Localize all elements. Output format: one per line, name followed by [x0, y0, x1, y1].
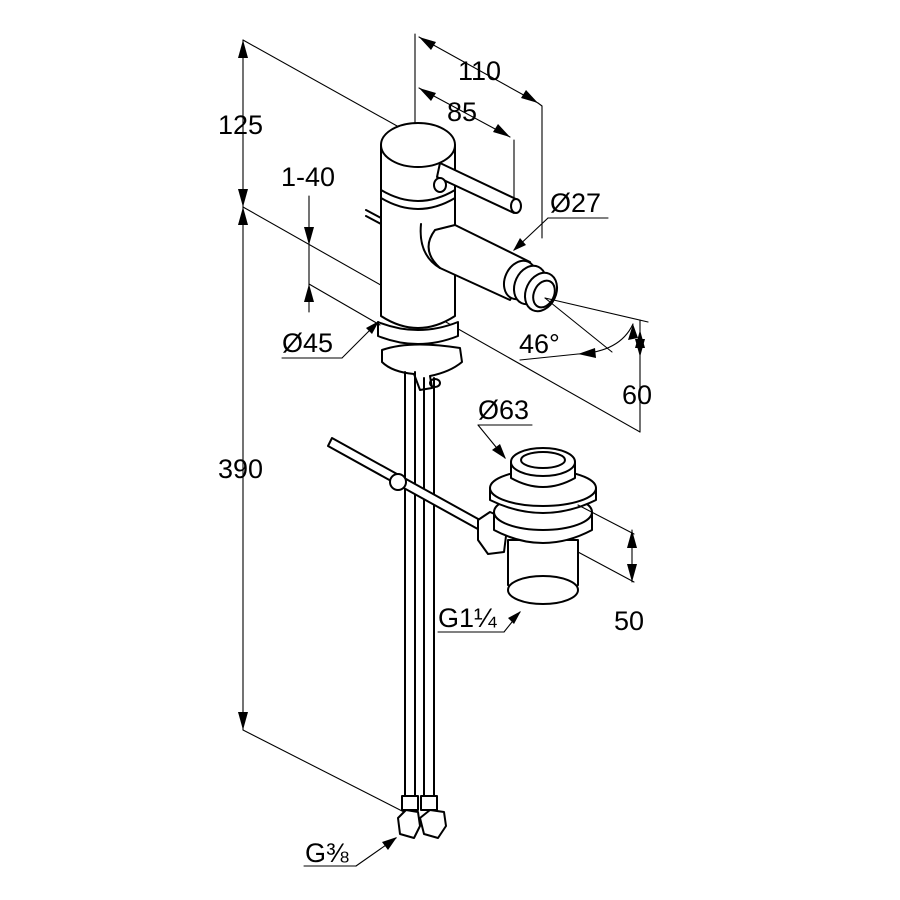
total-reach-label: 110	[458, 56, 501, 86]
waste-thread-leader	[437, 611, 521, 633]
upper-height-label: 125	[218, 110, 263, 140]
waste-height-dimension	[577, 504, 637, 583]
waste-diameter-label: Ø63	[478, 395, 529, 425]
base-diameter-leader	[281, 321, 379, 359]
deck-thickness-label: 1-40	[281, 162, 335, 192]
hose-length-label: 390	[218, 454, 263, 484]
mixer-body	[365, 122, 559, 391]
waste-diameter-leader	[477, 424, 533, 459]
waste-height-label: 50	[614, 606, 644, 636]
spout-diameter-leader	[513, 217, 609, 251]
swivel-height-label: 60	[622, 380, 652, 410]
waste-thread-label: G1¼	[438, 603, 497, 633]
spray-angle-label: 46°	[519, 329, 560, 359]
spray-angle-dimension	[519, 297, 649, 433]
base-diameter-label: Ø45	[282, 328, 333, 358]
hose-thread-leader	[303, 837, 397, 867]
reach-dimension-lines	[414, 33, 543, 239]
spout-diameter-label: Ø27	[550, 188, 601, 218]
waste-assembly	[327, 437, 597, 605]
supply-hoses	[397, 371, 447, 839]
deck-thickness-dimension	[304, 195, 381, 326]
lever-reach-label: 85	[447, 97, 477, 127]
hose-thread-label: G⅜	[305, 838, 349, 868]
